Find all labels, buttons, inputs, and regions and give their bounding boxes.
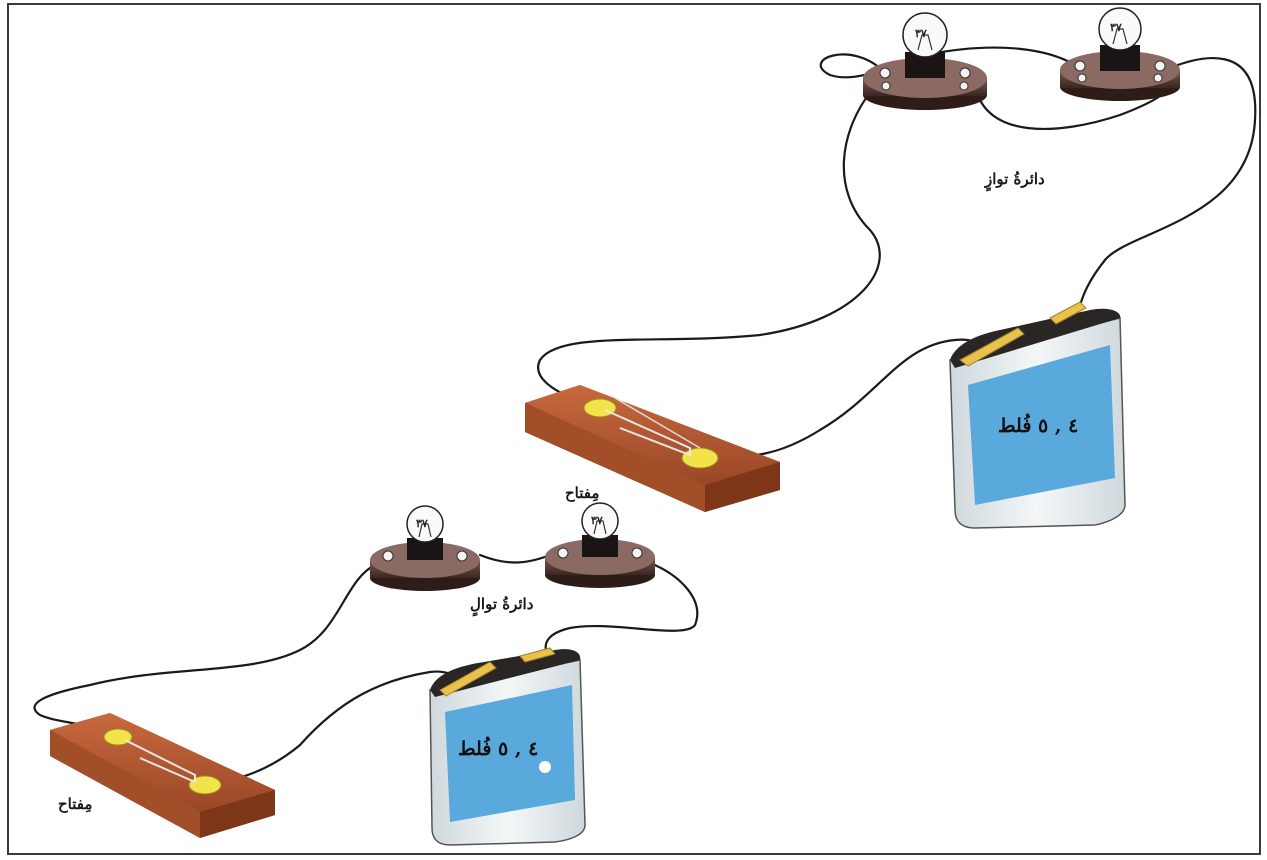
battery-top <box>949 301 1126 529</box>
battery-label-top: ٤ , ٥ فُلط <box>998 415 1079 437</box>
wire-series-right <box>544 561 699 657</box>
bulb-holder-parallel-2 <box>1060 7 1180 101</box>
wire-series-left <box>33 563 377 737</box>
bulb-label-parallel-2: ٣٧ <box>1110 21 1122 34</box>
series-circuit-label: دائرةُ توالٍ <box>470 595 534 613</box>
bulb-holder-series-2 <box>545 502 655 588</box>
wire-parallel-to-switch <box>537 88 881 412</box>
bulb-label-series-1: ٣٧ <box>416 517 428 530</box>
bulb-label-series-2: ٣٧ <box>591 514 603 527</box>
wire-series-switch-to-battery <box>203 670 462 787</box>
wire-series-bulb-link <box>478 553 552 564</box>
battery-label-bottom: ٤ , ٥ فُلط <box>458 738 539 760</box>
bulb-holder-parallel-1 <box>863 12 987 110</box>
bulb-label-parallel-1: ٣٧ <box>915 27 927 40</box>
wire-parallel-bulbs-right <box>1078 57 1257 307</box>
bulb-holder-series-1 <box>370 505 480 591</box>
switch-label-bottom: مِفتاح <box>58 795 93 813</box>
switch-board-top <box>525 385 780 512</box>
switch-board-bottom <box>50 713 275 838</box>
switch-label-top: مِفتاح <box>565 484 600 502</box>
wires <box>33 46 1257 787</box>
battery-bottom <box>429 647 586 846</box>
wire-switch-to-battery <box>698 338 987 458</box>
parallel-circuit-label: دائرةُ توازٍ <box>985 170 1045 188</box>
